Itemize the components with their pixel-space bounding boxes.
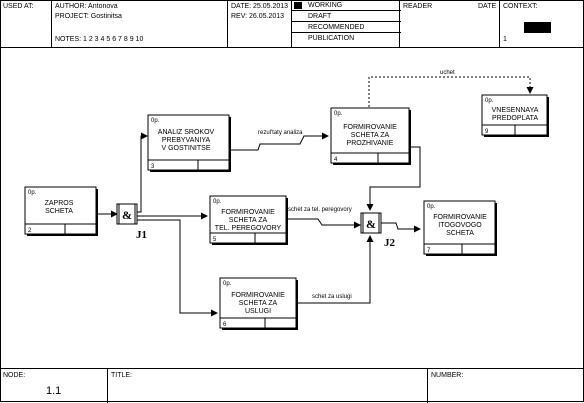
- box-number: 3: [151, 164, 155, 170]
- junction-symbol: &: [366, 217, 376, 231]
- activity-box-4[interactable]: 0p. FORMIROVANIE SCHETA ZA PROZHIVANIE 4: [330, 107, 411, 165]
- arrow-j1-to-3[interactable]: [137, 132, 148, 213]
- box-cost: 0p.: [151, 118, 160, 124]
- box-label-line: ZAPROS: [45, 200, 74, 207]
- box-label-line: FORMIROVANIE: [433, 214, 487, 221]
- node-cell: NODE: 1.1: [0, 369, 108, 403]
- box-number: 6: [223, 322, 227, 328]
- box-label-line: FORMIROVANIE: [343, 124, 397, 131]
- status-working: WORKING: [292, 0, 401, 11]
- box-label-line: ITOGOVOGO: [438, 222, 482, 229]
- arrow-3-to-4[interactable]: [230, 132, 329, 151]
- box-number: 9: [485, 129, 489, 135]
- status-label: DRAFT: [308, 13, 332, 20]
- arrow-label-4-9: uchet: [440, 70, 455, 76]
- junction-label: J1: [136, 229, 147, 241]
- context-cell: CONTEXT: 1: [500, 0, 584, 47]
- author-text: AUTHOR: Antonova: [55, 3, 118, 10]
- arrow-j2-to-7[interactable]: [381, 222, 421, 233]
- box-label-line: SCHETA: [45, 208, 73, 215]
- status-label: PUBLICATION: [308, 35, 355, 42]
- activity-box-6[interactable]: 0p. FORMIROVANIE SCHETA ZA USLUGI 6: [219, 277, 298, 330]
- reader-cell: READER DATE: [400, 0, 500, 47]
- header-divider: [0, 47, 584, 48]
- activity-box-9[interactable]: 0p. VNESENNAYA PREDOPLATA 9: [481, 94, 549, 137]
- author-cell: AUTHOR: Antonova PROJECT: Gostinitsa NOT…: [52, 0, 228, 47]
- reader-date-label: DATE: [478, 3, 497, 10]
- box-cost: 0p.: [223, 281, 232, 287]
- status-draft: DRAFT: [292, 11, 401, 22]
- title-cell: TITLE:: [108, 369, 428, 403]
- reader-label: READER: [403, 3, 433, 10]
- arrow-label-6: schet za uslugi: [312, 294, 352, 300]
- box-label-line: PREBYVANIYA: [162, 137, 211, 144]
- box-number: 4: [334, 157, 338, 163]
- status-marker: [294, 24, 302, 31]
- box-label-line: VNESENNAYA: [492, 107, 539, 114]
- context-page: 1: [503, 36, 507, 43]
- box-number: 7: [427, 248, 431, 254]
- rev-text: REV: 26.05.2013: [231, 13, 285, 20]
- box-label-line: SCHETA ZA: [239, 300, 278, 307]
- idef0-diagram: rezul'taty analiza uchet schet za tel. p…: [24, 70, 549, 330]
- box-label-line: PREDOPLATA: [492, 115, 538, 122]
- box-label-line: SCHETA ZA: [351, 132, 390, 139]
- box-label-line: PROZHIVANIE: [347, 140, 394, 147]
- status-recommended: RECOMMENDED: [292, 22, 401, 33]
- status-marker: [294, 13, 302, 20]
- box-label-line: SCHETA ZA: [229, 217, 268, 224]
- title-label: TITLE:: [111, 372, 133, 379]
- junction-j1[interactable]: & J1: [116, 203, 147, 241]
- arrows: rezul'taty analiza uchet schet za tel. p…: [96, 70, 534, 317]
- box-label-line: ANALIZ SROKOV: [158, 129, 215, 136]
- date-cell: DATE: 25.05.2013 REV: 26.05.2013: [228, 0, 291, 47]
- node-label: NODE:: [3, 372, 26, 379]
- activity-box-2[interactable]: 0p. ZAPROS SCHETA 2: [24, 186, 98, 236]
- activity-box-3[interactable]: 0p. ANALIZ SROKOV PREBYVANIYA V GOSTINIT…: [147, 114, 231, 172]
- box-cost: 0p.: [213, 199, 222, 205]
- status-label: RECOMMENDED: [308, 24, 365, 31]
- status-cell: WORKING DRAFT RECOMMENDED PUBLICATION: [291, 0, 401, 47]
- activity-box-7[interactable]: 0p. FORMIROVANIE ITOGOVOGO SCHETA 7: [423, 200, 497, 256]
- used-at-cell: USED AT:: [0, 0, 52, 47]
- activity-box-5[interactable]: 0p. FORMIROVANIE SCHETA ZA TEL. PEREGOVO…: [209, 195, 288, 245]
- status-publication: PUBLICATION: [292, 33, 401, 44]
- box-cost: 0p.: [485, 98, 494, 104]
- arrow-6-to-j2[interactable]: [297, 235, 374, 304]
- arrow-5-to-j2[interactable]: [286, 218, 361, 229]
- arrow-label-5: schet za tel. peregovory: [288, 207, 352, 213]
- box-number: 5: [213, 237, 217, 243]
- status-marker: [294, 2, 302, 9]
- footer: NODE: 1.1 TITLE: NUMBER:: [0, 368, 584, 403]
- box-cost: 0p.: [334, 111, 343, 117]
- box-label-line: FORMIROVANIE: [221, 209, 275, 216]
- box-label-line: TEL. PEREGOVORY: [215, 225, 282, 232]
- number-label: NUMBER:: [431, 372, 464, 379]
- arrow-4-to-j2[interactable]: [366, 146, 421, 211]
- junction-label: J2: [384, 237, 396, 249]
- header: USED AT: AUTHOR: Antonova PROJECT: Gosti…: [0, 0, 584, 47]
- date-text: DATE: 25.05.2013: [231, 3, 289, 10]
- box-number: 2: [28, 228, 32, 234]
- box-label-line: V GOSTINITSE: [161, 145, 210, 152]
- node-value: 1.1: [46, 385, 62, 397]
- box-label-line: SCHETA: [446, 230, 474, 237]
- used-at-label: USED AT:: [3, 3, 34, 10]
- number-cell: NUMBER:: [428, 369, 584, 403]
- arrow-label-3-4: rezul'taty analiza: [258, 130, 303, 136]
- box-cost: 0p.: [427, 204, 436, 210]
- context-marker: [524, 22, 551, 33]
- status-label: WORKING: [308, 2, 343, 9]
- junction-j2[interactable]: & J2: [360, 212, 396, 249]
- arrow-j1-to-6[interactable]: [137, 219, 218, 317]
- box-label-line: USLUGI: [245, 308, 271, 315]
- status-marker: [294, 35, 302, 42]
- junction-symbol: &: [122, 208, 132, 222]
- box-cost: 0p.: [28, 190, 37, 196]
- context-label: CONTEXT:: [503, 3, 538, 10]
- project-text: PROJECT: Gostinitsa: [55, 13, 122, 20]
- box-label-line: FORMIROVANIE: [231, 292, 285, 299]
- notes-text: NOTES: 1 2 3 4 5 6 7 8 9 10: [55, 36, 144, 43]
